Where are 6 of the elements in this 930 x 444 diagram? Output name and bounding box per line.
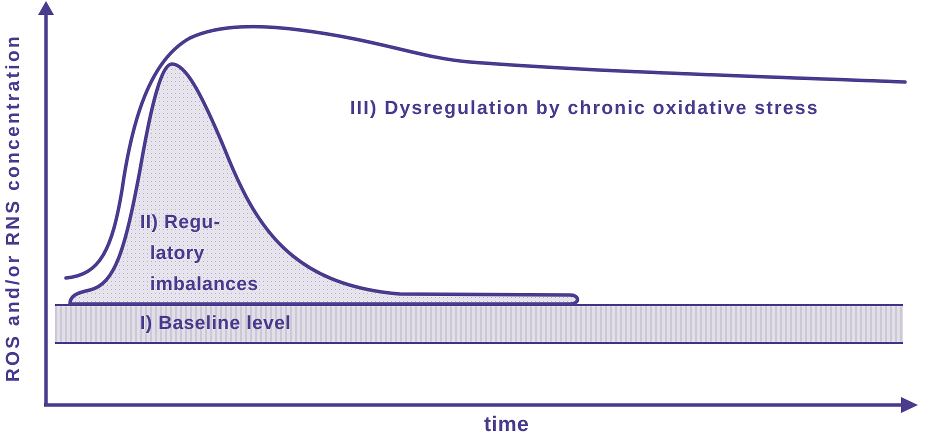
peak-label: II) Regu- latory imbalances	[140, 211, 260, 297]
axis-title: time	[484, 413, 530, 437]
curve-label: III) Dysregulation by chronic oxidative stress	[350, 98, 819, 120]
baseline-band	[55, 304, 903, 344]
band-label: I) Baseline level	[140, 312, 292, 335]
axis-title: ROS and/or RNS concentration	[2, 33, 25, 384]
